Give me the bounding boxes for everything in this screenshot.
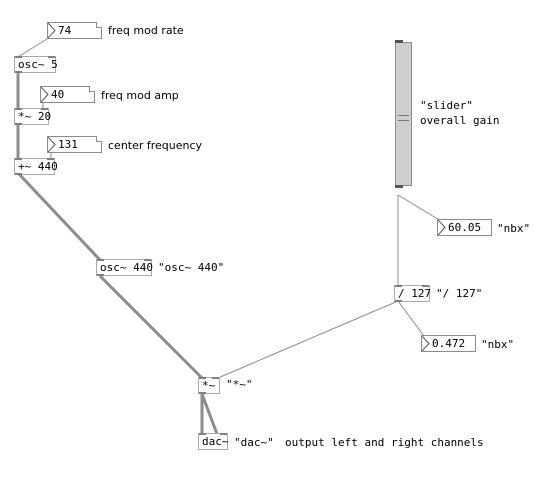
nbx-gain-number[interactable]: 60.05: [437, 219, 492, 236]
cord-osc440-to-mul: [98, 274, 204, 380]
cord-div127-to-mul: [217, 300, 399, 379]
nbx-amp-value: 0.472: [432, 337, 466, 350]
outlet[interactable]: [395, 185, 403, 188]
dac-object[interactable]: dac~: [198, 433, 229, 450]
number-box-corner: [96, 136, 102, 142]
inlet[interactable]: [97, 259, 104, 261]
slider-gain-comment: overall gain: [420, 114, 500, 127]
center-frequency-number[interactable]: 131: [47, 136, 102, 153]
slider-knob[interactable]: [398, 115, 409, 121]
cord-add440-to-osc440: [17, 172, 102, 262]
div127-comment: "/ 127": [436, 287, 483, 300]
osc440-label: osc~ 440: [100, 261, 153, 274]
number-box-triangle-icon: [48, 137, 56, 152]
nbx-amp-number[interactable]: 0.472: [421, 335, 476, 352]
number-box-triangle-icon: [422, 336, 430, 351]
inlet[interactable]: [15, 158, 22, 160]
add440-object[interactable]: +~ 440: [14, 158, 58, 175]
number-box-triangle-icon: [438, 220, 446, 235]
inlet[interactable]: [15, 56, 22, 58]
cord-rate-to-osc5: [17, 36, 51, 58]
slider-comment: "slider": [420, 99, 473, 112]
cord-mul-to-dac-right: [200, 393, 219, 435]
outlet[interactable]: [15, 123, 22, 125]
freq-mod-rate-number[interactable]: 74: [47, 22, 102, 39]
mul20-object[interactable]: *~ 20: [14, 108, 52, 125]
osc5-label: osc~ 5: [18, 58, 58, 71]
freq-mod-amp-label: freq mod amp: [101, 89, 179, 102]
freq-mod-amp-number[interactable]: 40: [40, 86, 95, 103]
outlet[interactable]: [15, 71, 22, 73]
number-box-triangle-icon: [48, 23, 56, 38]
nbx-gain-value: 60.05: [448, 221, 482, 234]
inlet[interactable]: [199, 377, 206, 379]
mul-label: *~: [202, 379, 216, 392]
outlet[interactable]: [97, 274, 104, 276]
inlet[interactable]: [422, 285, 429, 287]
div127-object[interactable]: / 127: [394, 285, 432, 302]
number-box-triangle-icon: [41, 87, 49, 102]
div127-label: / 127: [398, 287, 432, 300]
number-box-corner: [89, 86, 95, 92]
outlet[interactable]: [15, 173, 22, 175]
add440-label: +~ 440: [18, 160, 58, 173]
osc440-comment: "osc~ 440": [158, 261, 225, 274]
freq-mod-rate-value: 74: [58, 24, 72, 37]
dac-output-comment: output left and right channels: [285, 436, 484, 449]
number-box-corner: [96, 22, 102, 28]
inlet[interactable]: [212, 377, 219, 379]
inlet[interactable]: [199, 433, 206, 435]
nbx-gain-comment: "nbx": [497, 222, 531, 235]
inlet[interactable]: [48, 56, 55, 58]
osc5-object[interactable]: osc~ 5: [14, 56, 58, 73]
gain-slider[interactable]: [395, 40, 412, 188]
cord-div127-to-nbx2: [397, 300, 425, 337]
center-frequency-value: 131: [58, 138, 78, 151]
cord-slider-to-nbx1: [397, 194, 442, 222]
inlet[interactable]: [47, 158, 54, 160]
osc440-object[interactable]: osc~ 440: [96, 259, 153, 276]
inlet[interactable]: [395, 285, 402, 287]
inlet[interactable]: [395, 40, 403, 43]
inlet[interactable]: [144, 259, 151, 261]
nbx-amp-comment: "nbx": [481, 338, 515, 351]
center-frequency-label: center frequency: [108, 139, 203, 152]
inlet[interactable]: [41, 108, 48, 110]
dac-label: dac~: [202, 435, 229, 448]
inlet[interactable]: [220, 433, 227, 435]
outlet[interactable]: [395, 300, 402, 302]
mul20-label: *~ 20: [18, 110, 52, 123]
freq-mod-rate-label: freq mod rate: [108, 24, 184, 37]
mul-comment: "*~": [226, 378, 253, 391]
dac-comment: "dac~": [234, 436, 274, 449]
mul-object[interactable]: *~: [198, 377, 220, 394]
inlet[interactable]: [15, 108, 22, 110]
freq-mod-amp-value: 40: [51, 88, 65, 101]
outlet[interactable]: [199, 392, 206, 394]
